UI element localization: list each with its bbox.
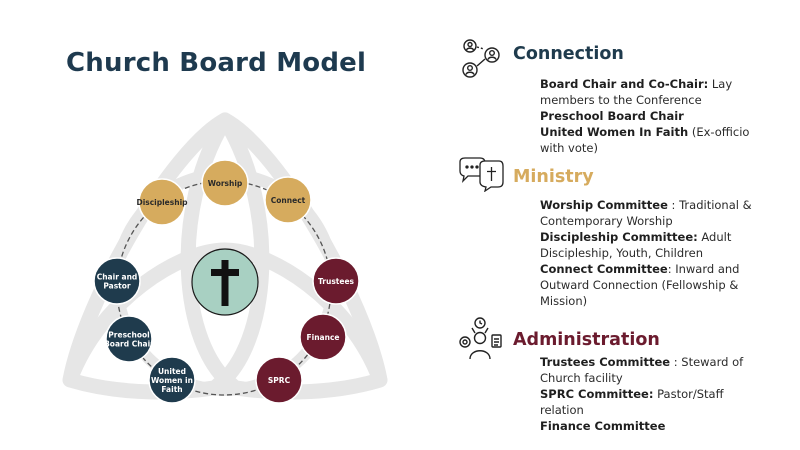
section-title-connection: Connection bbox=[513, 44, 624, 64]
section-title-administration: Administration bbox=[513, 330, 660, 350]
section-item-text: : Traditional & Contemporary Worship bbox=[540, 198, 752, 228]
section-item: United Women In Faith (Ex-officio with v… bbox=[540, 124, 760, 156]
cross-icon bbox=[211, 260, 239, 306]
section-body-connection: Board Chair and Co-Chair: Lay members to… bbox=[540, 76, 760, 156]
people-network-icon bbox=[458, 37, 504, 81]
node-label: Connect bbox=[271, 196, 306, 205]
node-circle bbox=[312, 257, 360, 305]
node-trustees: Trustees bbox=[312, 257, 360, 305]
center-circle bbox=[191, 248, 259, 316]
section-item: SPRC Committee: Pastor/Staff relation bbox=[540, 386, 770, 418]
page-title: Church Board Model bbox=[66, 48, 367, 78]
section-item-heading: Board Chair and Co-Chair: bbox=[540, 77, 709, 91]
section-item-text: Pastor/Staff relation bbox=[540, 387, 724, 417]
node-finance: Finance bbox=[299, 313, 347, 361]
section-item-heading: Worship Committee bbox=[540, 198, 668, 212]
node-label: Women in bbox=[151, 376, 193, 385]
node-circle bbox=[138, 178, 186, 226]
node-circle bbox=[299, 313, 347, 361]
section-item: Connect Committee: Inward and Outward Co… bbox=[540, 261, 762, 309]
section-item-heading: SPRC Committee: bbox=[540, 387, 654, 401]
node-discipleship: Discipleship bbox=[136, 178, 188, 226]
section-title-ministry: Ministry bbox=[513, 167, 594, 187]
section-body-administration: Trustees Committee : Steward of Church f… bbox=[540, 354, 770, 434]
node-circle bbox=[93, 257, 141, 305]
admin-gear-icon bbox=[456, 316, 504, 362]
section-item-text: Adult Discipleship, Youth, Children bbox=[540, 230, 732, 260]
node-circle bbox=[105, 315, 153, 363]
node-label: Trustees bbox=[318, 277, 355, 286]
node-label: Preschool bbox=[108, 330, 149, 339]
section-item-text: : Steward of Church facility bbox=[540, 355, 744, 385]
node-connect: Connect bbox=[264, 176, 312, 224]
section-item-text: (Ex-officio with vote) bbox=[540, 125, 750, 155]
section-item: Worship Committee : Traditional & Contem… bbox=[540, 197, 762, 229]
node-circle bbox=[264, 176, 312, 224]
section-item-text: : Inward and Outward Connection (Fellows… bbox=[540, 262, 740, 308]
section-item-heading: Connect Committee bbox=[540, 262, 668, 276]
speech-bubbles-icon bbox=[456, 156, 506, 193]
node-sprc: SPRC bbox=[255, 356, 303, 404]
node-label: Finance bbox=[307, 333, 340, 342]
node-label: United bbox=[158, 367, 186, 376]
section-item-heading: Discipleship Committee: bbox=[540, 230, 698, 244]
section-item: Discipleship Committee: Adult Disciplesh… bbox=[540, 229, 762, 261]
node-label: Chair and bbox=[97, 272, 138, 281]
node-circle bbox=[255, 356, 303, 404]
section-item-heading: Preschool Board Chair bbox=[540, 109, 684, 123]
node-worship: Worship bbox=[201, 159, 249, 207]
section-item: Board Chair and Co-Chair: Lay members to… bbox=[540, 76, 760, 108]
section-item: Trustees Committee : Steward of Church f… bbox=[540, 354, 770, 386]
node-circle bbox=[148, 356, 196, 404]
node-label: Faith bbox=[161, 385, 182, 394]
node-label: SPRC bbox=[268, 376, 291, 385]
node-label: Board Chair bbox=[104, 339, 154, 348]
section-item-heading: Finance Committee bbox=[540, 419, 666, 433]
section-item-heading: Trustees Committee bbox=[540, 355, 671, 369]
section-body-ministry: Worship Committee : Traditional & Contem… bbox=[540, 197, 762, 309]
node-label: Worship bbox=[208, 179, 243, 188]
node-label: Discipleship bbox=[136, 198, 188, 207]
node-label: Pastor bbox=[103, 281, 131, 290]
section-item-text: Lay members to the Conference bbox=[540, 77, 733, 107]
section-item: Preschool Board Chair bbox=[540, 108, 760, 124]
section-item-heading: United Women In Faith bbox=[540, 125, 689, 139]
section-item: Finance Committee bbox=[540, 418, 770, 434]
node-circle bbox=[201, 159, 249, 207]
